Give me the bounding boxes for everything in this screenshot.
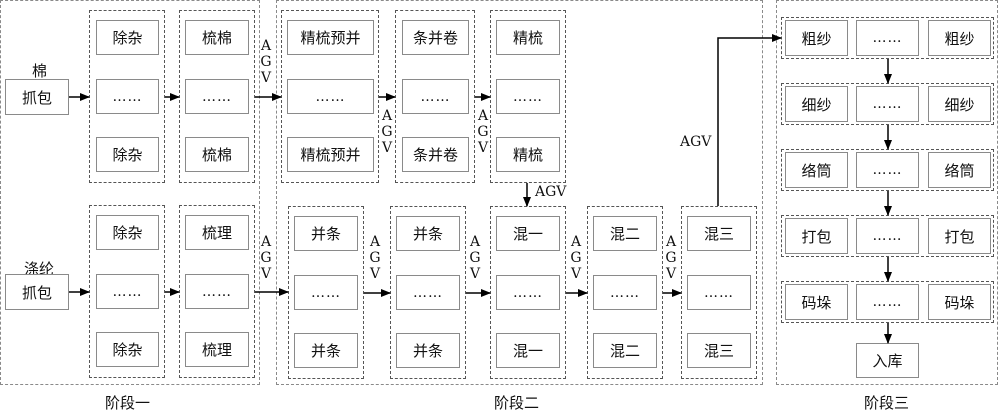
- roving-more: ……: [856, 20, 919, 56]
- winding-more: ……: [856, 152, 919, 188]
- polyester-combing-n: 梳理: [185, 332, 249, 367]
- combing-more: ……: [496, 79, 560, 114]
- cotton-carding-1: 梳棉: [185, 20, 249, 55]
- stage-three-container: [776, 0, 998, 385]
- agv-label-combing-down: AGV: [535, 184, 567, 200]
- blend-2-more: ……: [593, 275, 657, 310]
- drawing-1-last: 并条: [294, 333, 358, 368]
- combing-1: 精梳: [496, 20, 560, 55]
- cotton-cleaning-n: 除杂: [96, 137, 159, 172]
- drawing-1-more: ……: [294, 275, 358, 310]
- cotton-bale-plucking: 抓包: [5, 79, 69, 115]
- cotton-carding-n: 梳棉: [185, 137, 249, 172]
- roving-n: 粗纱: [928, 20, 991, 56]
- cotton-label: 棉: [32, 62, 48, 80]
- lap-forming-more: ……: [402, 79, 469, 114]
- packing-n: 打包: [928, 218, 991, 254]
- drawing-2-first: 并条: [396, 216, 460, 251]
- stage-two-container: [276, 0, 763, 385]
- packing-more: ……: [856, 218, 919, 254]
- polyester-combing-1: 梳理: [185, 215, 249, 250]
- cotton-cleaning-1: 除杂: [96, 20, 159, 55]
- winding-n: 络筒: [928, 152, 991, 188]
- pre-comb-drawing-1: 精梳预并: [287, 20, 374, 55]
- polyester-cleaning-1: 除杂: [96, 215, 159, 250]
- polyester-label: 涤纶: [24, 260, 55, 278]
- stage-two-label: 阶段二: [494, 394, 540, 412]
- winding-1: 络筒: [785, 152, 848, 188]
- pre-comb-drawing-more: ……: [287, 79, 374, 114]
- lap-forming-n: 条并卷: [402, 137, 469, 172]
- cotton-carding-more: ……: [185, 79, 249, 114]
- drawing-2-more: ……: [396, 275, 460, 310]
- stage-one-container: [0, 0, 260, 385]
- palletizing-1: 码垛: [785, 284, 848, 320]
- blend-2-first: 混二: [593, 216, 657, 251]
- cotton-cleaning-more: ……: [96, 79, 159, 114]
- polyester-cleaning-more: ……: [96, 274, 159, 309]
- spinning-n: 细纱: [928, 86, 991, 122]
- blend-1-more: ……: [496, 275, 560, 310]
- blend-3-last: 混三: [687, 333, 751, 368]
- roving-1: 粗纱: [785, 20, 848, 56]
- combing-n: 精梳: [496, 137, 560, 172]
- drawing-2-last: 并条: [396, 333, 460, 368]
- blend-3-first: 混三: [687, 216, 751, 251]
- agv-label-to-stage3: AGV: [680, 134, 712, 150]
- pre-comb-drawing-n: 精梳预并: [287, 137, 374, 172]
- spinning-1: 细纱: [785, 86, 848, 122]
- drawing-1-first: 并条: [294, 216, 358, 251]
- lap-forming-1: 条并卷: [402, 20, 469, 55]
- polyester-cleaning-n: 除杂: [96, 332, 159, 367]
- blend-1-last: 混一: [496, 333, 560, 368]
- polyester-combing-more: ……: [185, 274, 249, 309]
- stage-one-label: 阶段一: [105, 394, 151, 412]
- blend-3-more: ……: [687, 275, 751, 310]
- blend-2-last: 混二: [593, 333, 657, 368]
- stage-three-label: 阶段三: [864, 394, 910, 412]
- arrow-to-stage3: [717, 34, 782, 206]
- palletizing-n: 码垛: [928, 284, 991, 320]
- packing-1: 打包: [785, 218, 848, 254]
- spinning-more: ……: [856, 86, 919, 122]
- palletizing-more: ……: [856, 284, 919, 320]
- polyester-bale-plucking: 抓包: [5, 274, 69, 310]
- blend-1-first: 混一: [496, 216, 560, 251]
